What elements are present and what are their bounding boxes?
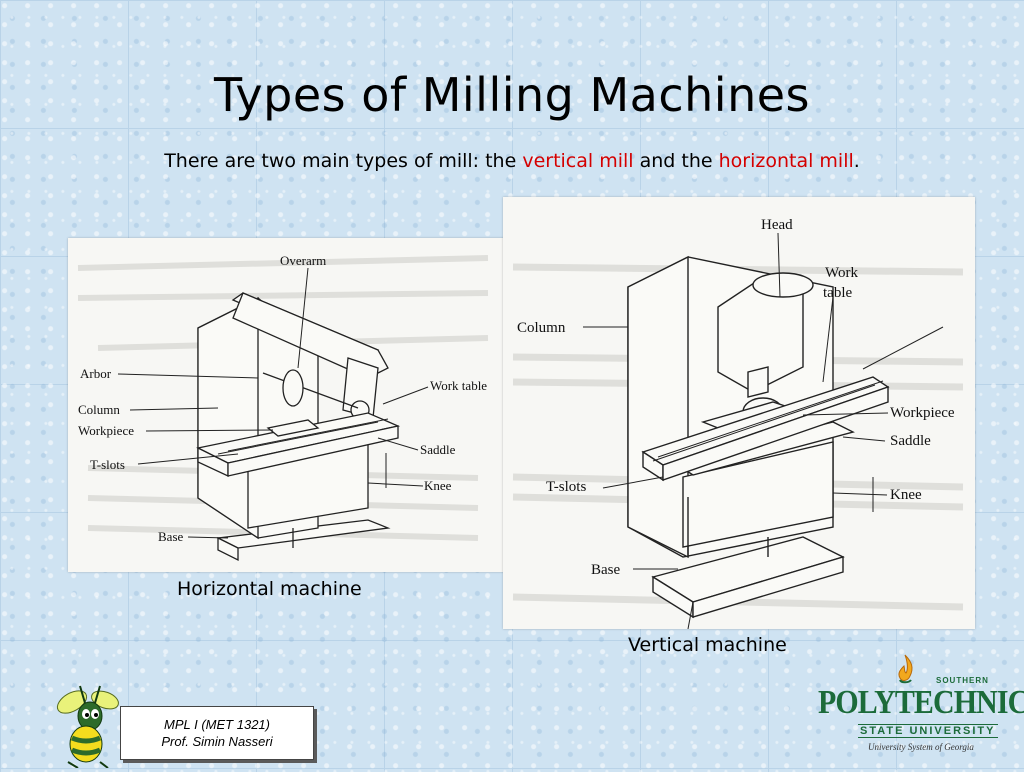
logo-university-system: University System of Georgia: [868, 742, 974, 752]
label-tslots: T-slots: [90, 457, 125, 472]
horizontal-machine-drawing: Overarm Arbor Column Workpiece T-slots B…: [77, 253, 489, 562]
horizontal-machine-caption: Horizontal machine: [177, 578, 362, 600]
label-workpiece: Workpiece: [890, 405, 955, 421]
label-workpiece: Workpiece: [78, 423, 134, 438]
label-saddle: Saddle: [890, 433, 931, 449]
label-work-table-line2: table: [823, 285, 852, 301]
label-knee: Knee: [890, 487, 922, 503]
label-work-table: Work table: [430, 378, 487, 393]
logo-state-university: STATE UNIVERSITY: [858, 724, 998, 738]
horizontal-machine-figure: Overarm Arbor Column Workpiece T-slots B…: [68, 238, 504, 572]
label-tslots: T-slots: [546, 479, 586, 495]
label-saddle: Saddle: [420, 442, 456, 457]
label-base: Base: [158, 529, 184, 544]
label-base: Base: [591, 562, 621, 578]
slide-title: Types of Milling Machines: [213, 68, 810, 122]
label-column: Column: [517, 320, 566, 336]
southern-polytechnic-logo: SOUTHERN POLYTECHNIC STATE UNIVERSITY Un…: [818, 654, 1024, 758]
subtitle-middle: and the: [633, 150, 719, 172]
footer-course: MPL I (MET 1321): [164, 717, 270, 732]
slide-subtitle: There are two main types of mill: the ve…: [0, 150, 1024, 172]
label-column: Column: [78, 402, 120, 417]
label-overarm: Overarm: [280, 253, 326, 268]
footer-instructor: Prof. Simin Nasseri: [161, 734, 273, 749]
vertical-machine-figure: Head Work table Column Workpiece Saddle …: [503, 197, 975, 629]
term-horizontal-mill: horizontal mill: [718, 150, 854, 172]
label-head: Head: [761, 217, 793, 233]
label-arbor: Arbor: [80, 366, 112, 381]
logo-polytechnic: POLYTECHNIC: [818, 684, 1024, 721]
vertical-machine-caption: Vertical machine: [628, 634, 787, 656]
subtitle-suffix: .: [853, 150, 860, 172]
vertical-machine-drawing: Head Work table Column Workpiece Saddle …: [512, 217, 964, 629]
label-work-table-line1: Work: [825, 265, 858, 281]
term-vertical-mill: vertical mill: [522, 150, 634, 172]
subtitle-prefix: There are two main types of mill: the: [164, 150, 523, 172]
label-knee: Knee: [424, 478, 452, 493]
flame-icon: [898, 654, 913, 684]
footer-course-box: MPL I (MET 1321) Prof. Simin Nasseri: [120, 706, 314, 760]
logo-southern: SOUTHERN: [936, 676, 989, 685]
yellow-jacket-mascot-icon: [50, 678, 124, 772]
